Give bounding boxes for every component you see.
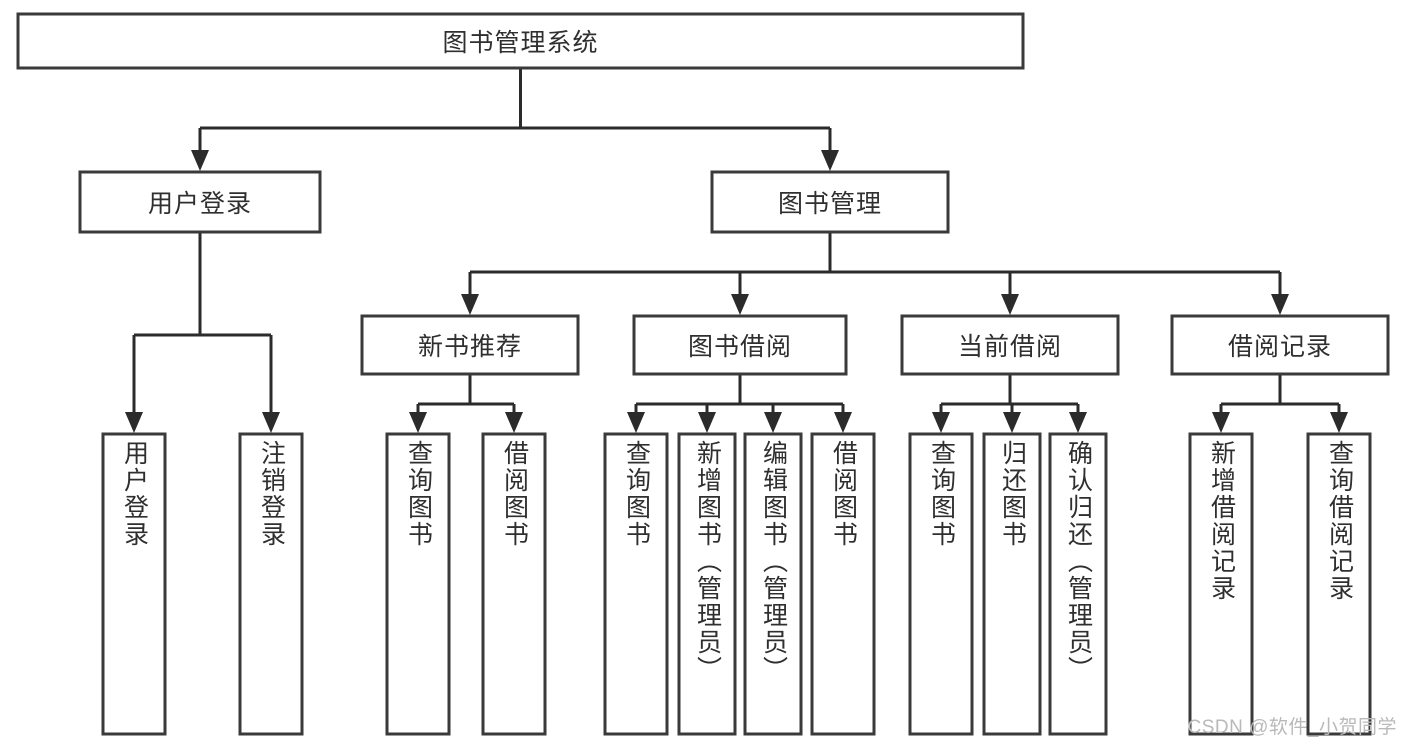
arrow-head-leaf-add-record: [1212, 412, 1230, 433]
arrow-head-leaf-user-login: [125, 412, 143, 433]
arrow-head-leaf-query-book-2: [627, 412, 645, 433]
node-box-leaf-return-book[interactable]: [982, 432, 1042, 736]
node-box-leaf-add-book[interactable]: [677, 432, 737, 736]
boxes-layer: [16, 12, 1390, 736]
node-box-new-book-recommend[interactable]: [360, 314, 580, 376]
arrow-head-leaf-query-record: [1330, 412, 1348, 433]
arrow-head-current-borrow: [1001, 294, 1019, 315]
node-box-leaf-user-login[interactable]: [101, 432, 167, 736]
arrow-head-leaf-return-book: [1003, 412, 1021, 433]
connectors-layer: [125, 68, 1348, 433]
arrow-head-book-borrow: [731, 294, 749, 315]
arrow-head-leaf-borrow-book-2: [834, 412, 852, 433]
node-box-root[interactable]: [16, 12, 1025, 70]
arrow-head-leaf-logout: [262, 412, 280, 433]
node-box-leaf-confirm-return[interactable]: [1048, 432, 1108, 736]
arrow-head-user-login: [191, 150, 209, 171]
node-box-leaf-query-record[interactable]: [1306, 432, 1372, 736]
node-box-leaf-borrow-book-1[interactable]: [481, 432, 547, 736]
node-box-leaf-edit-book[interactable]: [743, 432, 803, 736]
arrow-head-book-management: [821, 150, 839, 171]
node-box-leaf-query-book-3[interactable]: [908, 432, 974, 736]
arrow-head-leaf-query-book-1: [409, 412, 427, 433]
node-box-user-login[interactable]: [78, 170, 322, 234]
node-box-leaf-query-book-2[interactable]: [603, 432, 669, 736]
arrow-head-leaf-confirm-return: [1069, 412, 1087, 433]
node-box-book-borrow[interactable]: [632, 314, 848, 376]
arrow-head-borrow-record: [1271, 294, 1289, 315]
node-box-borrow-record[interactable]: [1170, 314, 1390, 376]
arrow-head-leaf-edit-book: [764, 412, 782, 433]
node-box-leaf-query-book-1[interactable]: [385, 432, 451, 736]
arrow-head-new-book-recommend: [461, 294, 479, 315]
arrow-head-leaf-query-book-3: [932, 412, 950, 433]
arrow-head-leaf-add-book: [698, 412, 716, 433]
node-box-leaf-logout[interactable]: [238, 432, 304, 736]
node-box-leaf-add-record[interactable]: [1188, 432, 1254, 736]
arrow-head-leaf-borrow-book-1: [505, 412, 523, 433]
node-box-current-borrow[interactable]: [900, 314, 1120, 376]
node-box-leaf-borrow-book-2[interactable]: [810, 432, 876, 736]
node-box-book-management[interactable]: [710, 170, 950, 234]
